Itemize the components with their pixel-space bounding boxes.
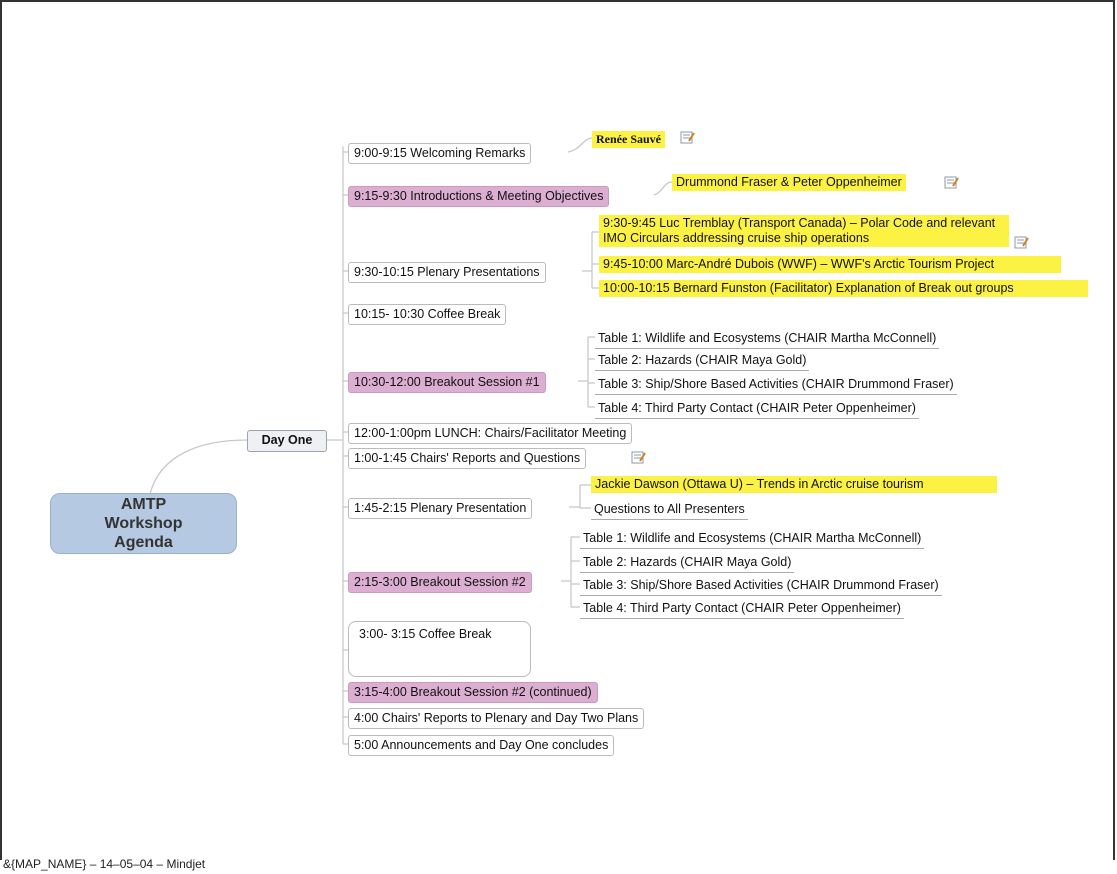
- central-topic[interactable]: AMTP Workshop Agenda: [50, 493, 237, 554]
- topic-coffee-break-pm[interactable]: 3:00- 3:15 Coffee Break: [348, 621, 531, 677]
- subtopic-table-1-session-2[interactable]: Table 1: Wildlife and Ecosystems (CHAIR …: [580, 529, 925, 549]
- subtopic-drummond-peter[interactable]: Drummond Fraser & Peter Oppenheimer: [672, 174, 906, 191]
- topic-welcoming-remarks[interactable]: 9:00-9:15 Welcoming Remarks: [348, 143, 532, 164]
- topic-plenary-presentations[interactable]: 9:30-10:15 Plenary Presentations: [348, 262, 546, 283]
- subtopic-table-4-session-2[interactable]: Table 4: Third Party Contact (CHAIR Pete…: [580, 599, 904, 619]
- central-topic-label: AMTP Workshop Agenda: [104, 496, 183, 551]
- subtopic-marc-andre-dubois[interactable]: 9:45-10:00 Marc-André Dubois (WWF) – WWF…: [599, 256, 1061, 273]
- subtopic-table-1-session-1[interactable]: Table 1: Wildlife and Ecosystems (CHAIR …: [595, 329, 940, 349]
- topic-chairs-reports-plenary[interactable]: 4:00 Chairs' Reports to Plenary and Day …: [348, 708, 645, 729]
- topic-plenary-presentation-pm[interactable]: 1:45-2:15 Plenary Presentation: [348, 498, 533, 519]
- link-central-day: [149, 439, 248, 495]
- footer-text: &{MAP_NAME} – 14–05–04 – Mindjet: [3, 857, 206, 871]
- note-icon[interactable]: [631, 451, 646, 464]
- subtopic-table-4-session-1[interactable]: Table 4: Third Party Contact (CHAIR Pete…: [595, 399, 919, 419]
- topic-introductions[interactable]: 9:15-9:30 Introductions & Meeting Object…: [348, 186, 610, 207]
- subtopic-bernard-funston[interactable]: 10:00-10:15 Bernard Funston (Facilitator…: [599, 280, 1088, 297]
- note-icon[interactable]: [680, 131, 695, 144]
- subtopic-table-2-session-1[interactable]: Table 2: Hazards (CHAIR Maya Gold): [595, 351, 810, 371]
- topic-chairs-reports[interactable]: 1:00-1:45 Chairs' Reports and Questions: [348, 448, 587, 469]
- note-icon[interactable]: [944, 176, 959, 189]
- topic-breakout-session-2-continued[interactable]: 3:15-4:00 Breakout Session #2 (continued…: [348, 682, 598, 703]
- topic-coffee-break-pm-label: 3:00- 3:15 Coffee Break: [359, 627, 492, 641]
- topic-breakout-session-2[interactable]: 2:15-3:00 Breakout Session #2: [348, 572, 532, 593]
- note-icon[interactable]: [1014, 236, 1029, 249]
- subtopic-renee-sauve[interactable]: Renée Sauvé: [592, 131, 665, 148]
- subtopic-luc-tremblay[interactable]: 9:30-9:45 Luc Tremblay (Transport Canada…: [599, 215, 1009, 247]
- topic-coffee-break-am[interactable]: 10:15- 10:30 Coffee Break: [348, 304, 507, 325]
- subtopic-table-3-session-2[interactable]: Table 3: Ship/Shore Based Activities (CH…: [580, 576, 942, 596]
- topic-breakout-session-1[interactable]: 10:30-12:00 Breakout Session #1: [348, 372, 546, 393]
- branch-day-one[interactable]: Day One: [247, 430, 327, 452]
- branch-label: Day One: [261, 433, 313, 447]
- subtopic-questions-all-presenters[interactable]: Questions to All Presenters: [591, 500, 748, 520]
- topic-announcements[interactable]: 5:00 Announcements and Day One concludes: [348, 735, 615, 756]
- subtopic-table-3-session-1[interactable]: Table 3: Ship/Shore Based Activities (CH…: [595, 375, 957, 395]
- subtopic-table-2-session-2[interactable]: Table 2: Hazards (CHAIR Maya Gold): [580, 553, 795, 573]
- subtopic-jackie-dawson[interactable]: Jackie Dawson (Ottawa U) – Trends in Arc…: [591, 476, 997, 493]
- topic-lunch[interactable]: 12:00-1:00pm LUNCH: Chairs/Facilitator M…: [348, 423, 633, 444]
